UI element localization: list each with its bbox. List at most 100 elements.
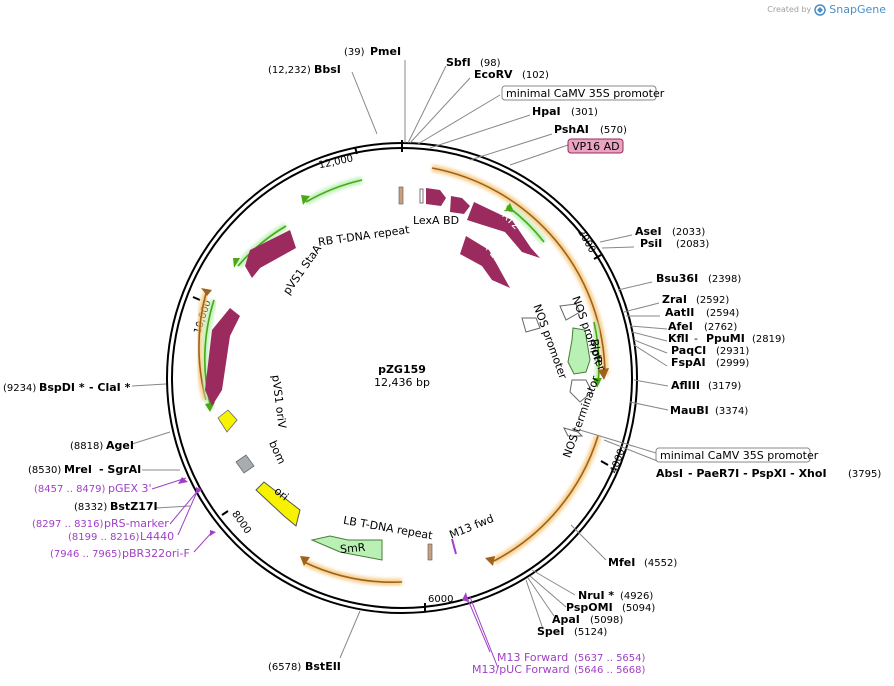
svg-text:(4926): (4926) — [620, 591, 653, 602]
svg-text:MauBI: MauBI — [670, 404, 709, 417]
tick-6000: 6000 — [428, 594, 453, 605]
site-ecorv: EcoRV (102) — [474, 68, 549, 81]
svg-text:EcoRV: EcoRV — [474, 68, 513, 81]
svg-text:M13/pUC Forward: M13/pUC Forward — [472, 663, 570, 676]
site-absi: AbsI - PaeR7I - PspXI - XhoI (3795) — [656, 467, 881, 480]
svg-text:(5124): (5124) — [574, 627, 607, 638]
svg-text:- PaeR7I - PspXI - XhoI: - PaeR7I - PspXI - XhoI — [688, 467, 827, 480]
tick-4000: 4000 — [609, 447, 628, 475]
svg-text:PsiI: PsiI — [640, 237, 662, 250]
site-aatii: AatII (2594) — [665, 306, 739, 319]
snapgene-brand: Created by SnapGene — [767, 3, 886, 16]
svg-text:AflIII: AflIII — [671, 379, 700, 392]
svg-text:BbsI: BbsI — [314, 63, 341, 76]
ori-arrow — [255, 481, 301, 527]
lb-tdna-marker — [427, 543, 433, 561]
svg-text:PmeI: PmeI — [370, 45, 401, 58]
box-camv1: minimal CaMV 35S promoter — [501, 85, 665, 101]
svg-text:PshAI: PshAI — [554, 123, 589, 136]
bom-box — [235, 454, 255, 474]
svg-text:AseI: AseI — [635, 225, 662, 238]
svg-text:(5646 .. 5668): (5646 .. 5668) — [574, 665, 646, 676]
svg-text:pGEX 3': pGEX 3' — [108, 482, 152, 495]
bom-label: bom — [266, 438, 288, 466]
box-camv2: minimal CaMV 35S promoter — [655, 447, 819, 463]
svg-text:FspAI: FspAI — [671, 356, 706, 369]
svg-text:(5098): (5098) — [590, 615, 623, 626]
svg-text:(2398): (2398) — [708, 274, 741, 285]
snapgene-logo-icon — [814, 3, 827, 16]
arc-arrowheads — [201, 195, 609, 566]
svg-text:(9234): (9234) — [3, 383, 36, 394]
site-zrai: ZraI (2592) — [662, 293, 729, 306]
lb-tdna-label: LB T-DNA repeat — [342, 514, 434, 543]
site-bspdi-clai: (9234) BspDI * - ClaI * — [3, 381, 131, 394]
svg-text:(570): (570) — [600, 125, 627, 136]
svg-text:- SgrAI: - SgrAI — [99, 463, 141, 476]
svg-text:(39): (39) — [344, 47, 365, 58]
svg-text:(8332): (8332) — [74, 502, 107, 513]
svg-text:PspOMI: PspOMI — [566, 601, 613, 614]
brand-name: SnapGene — [829, 3, 886, 16]
rb-tdna-marker — [398, 186, 404, 205]
site-bsu36i: Bsu36I (2398) — [656, 272, 741, 285]
smr-arrow — [310, 535, 383, 561]
svg-text:NruI *: NruI * — [578, 589, 614, 602]
svg-text:minimal CaMV 35S promoter: minimal CaMV 35S promoter — [506, 87, 665, 100]
svg-text:(2594): (2594) — [706, 308, 739, 319]
primer-prs-marker: (8297 .. 8316) pRS-marker — [32, 517, 169, 530]
nos-promoter1-arrow — [559, 303, 581, 321]
rb-tdna-label: RB T-DNA repeat — [317, 223, 411, 249]
svg-text:(2999): (2999) — [716, 358, 749, 369]
orange-arcs — [195, 164, 609, 586]
svg-text:Bsu36I: Bsu36I — [656, 272, 698, 285]
lexa-bd-label: LexA BD — [413, 214, 459, 227]
svg-text:(3179): (3179) — [708, 381, 741, 392]
site-mrei-sgrai: (8530) MreI - SgrAI — [28, 463, 141, 476]
plasmid-center-label: pZG159 12,436 bp — [374, 363, 430, 389]
svg-text:(5637 .. 5654): (5637 .. 5654) — [574, 653, 646, 664]
svg-text:BstEII: BstEII — [305, 660, 341, 673]
svg-text:(8457 .. 8479): (8457 .. 8479) — [34, 484, 106, 495]
svg-text:M13 Forward: M13 Forward — [497, 651, 568, 664]
feature-arrows — [205, 186, 593, 561]
tick-8000: 8000 — [229, 509, 253, 536]
site-maubi: MauBI (3374) — [670, 404, 748, 417]
site-paqci: PaqCI (2931) — [671, 344, 749, 357]
pvs1-repa-label: pVS1 RepA — [235, 305, 255, 367]
site-pshai: PshAI (570) — [554, 123, 627, 136]
primer-m13-forward: M13 Forward (5637 .. 5654) — [497, 651, 646, 664]
svg-text:PpuMI: PpuMI — [706, 332, 745, 345]
svg-text:(3795): (3795) — [848, 469, 881, 480]
plasmid-name: pZG159 — [378, 363, 426, 376]
svg-text:BspDI *: BspDI * — [39, 381, 85, 394]
svg-text:AgeI: AgeI — [106, 439, 134, 452]
site-bbsi: (12,232) BbsI — [268, 63, 341, 76]
box-vp16: VP16 AD — [567, 138, 624, 154]
svg-text:(5094): (5094) — [622, 603, 655, 614]
svg-text:(8297 .. 8316): (8297 .. 8316) — [32, 519, 104, 530]
svg-text:AbsI: AbsI — [656, 467, 683, 480]
svg-text:(2931): (2931) — [716, 346, 749, 357]
svg-text:pRS-marker: pRS-marker — [104, 517, 169, 530]
svg-text:(8818): (8818) — [70, 441, 103, 452]
svg-text:(6578): (6578) — [268, 662, 301, 673]
svg-text:L4440: L4440 — [140, 530, 174, 543]
camv2-marker — [563, 427, 584, 437]
primer-m13-puc-forward: M13/pUC Forward (5646 .. 5668) — [472, 663, 646, 676]
site-apai: ApaI (5098) — [552, 613, 623, 626]
pvs1-repa-arrow — [205, 308, 240, 406]
site-bstz17i: (8332) BstZ17I — [74, 500, 158, 513]
blpr-arrow — [567, 327, 591, 375]
m13-fwd-label: M13 fwd — [447, 512, 495, 542]
nos-terminator-arrow — [569, 379, 593, 403]
tick-marks — [192, 140, 609, 611]
pvs1-staa-arrow — [245, 230, 296, 278]
brand-created-by: Created by — [767, 5, 812, 14]
site-afliii: AflIII (3179) — [671, 379, 741, 392]
m13-fwd-marker — [451, 538, 457, 555]
svg-text:minimal CaMV 35S promoter: minimal CaMV 35S promoter — [660, 449, 819, 462]
svg-text:(2762): (2762) — [704, 322, 737, 333]
site-psii: PsiI (2083) — [640, 237, 709, 250]
